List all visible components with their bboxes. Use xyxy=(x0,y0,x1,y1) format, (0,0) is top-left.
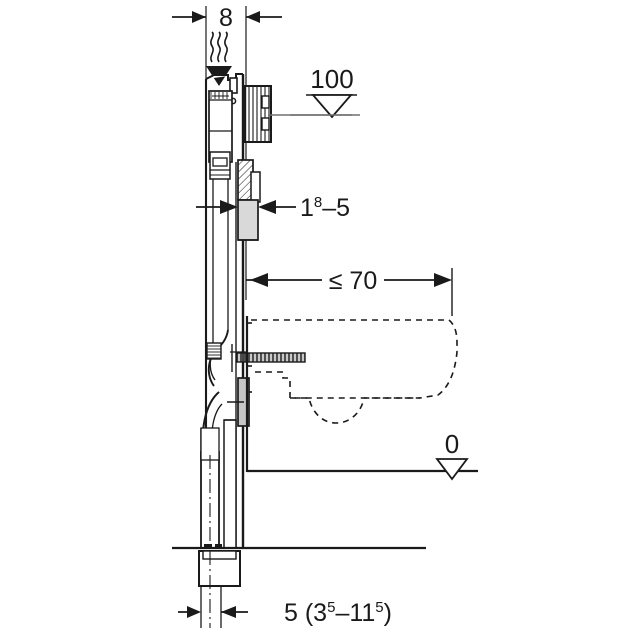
level-triangle-icon xyxy=(311,94,353,119)
dim-value-suffix-2: ) xyxy=(384,599,392,627)
flush-pipe-block xyxy=(237,199,259,241)
bowl-upper-outline xyxy=(251,319,458,399)
dimension-bowl-projection: ≤ 70 xyxy=(246,267,453,316)
floor-outlet xyxy=(198,544,241,587)
frame-lower-upright xyxy=(223,419,237,549)
dim-value-suffix: –5 xyxy=(322,194,350,222)
level-marker-100: 100 xyxy=(290,64,360,119)
arrowhead-right-icon xyxy=(187,606,201,618)
dim-value-main: 1 xyxy=(300,194,314,222)
wc-bowl-outline xyxy=(246,319,458,424)
connector-collar xyxy=(250,171,261,203)
dimension-label-bowl-projection: ≤ 70 xyxy=(329,267,377,295)
arrowhead-left-icon xyxy=(246,11,260,23)
fixing-lug-left xyxy=(204,544,212,549)
arrowhead-left-icon xyxy=(250,273,268,287)
flush-valve-lever xyxy=(212,157,228,167)
arrowhead-right-icon xyxy=(192,11,206,23)
arrowhead-left-icon xyxy=(258,200,276,214)
dim-value-superscript: 5 xyxy=(327,599,335,616)
dimension-flush-pipe-offset: 18–5 xyxy=(196,194,350,222)
dimension-wall-offset: 8 xyxy=(172,4,282,32)
extension-lines-bottom xyxy=(200,586,222,628)
steam-wave-2 xyxy=(217,31,221,63)
actuator-plate-body xyxy=(244,85,272,143)
bowl-underside-curve xyxy=(290,397,420,424)
threaded-stud xyxy=(230,340,306,376)
waste-connector-socket xyxy=(227,377,250,427)
bowl-step-outline xyxy=(251,371,291,398)
flush-pipe-bellows xyxy=(206,342,222,360)
structure-lines xyxy=(172,316,478,550)
actuator-button-upper xyxy=(261,95,270,109)
dim-value-superscript: 8 xyxy=(314,194,322,211)
stud-shaft xyxy=(236,352,306,363)
dim-value-main: 5 (3 xyxy=(284,599,327,627)
dimension-floor-outlet-offset: 5 (35–115) xyxy=(178,599,392,627)
cistern-lid-ribs xyxy=(210,92,228,99)
steam-wave-3 xyxy=(224,31,228,63)
flush-pipe-connector xyxy=(237,159,261,241)
dimension-label-flush-pipe-offset: 18–5 xyxy=(300,194,350,222)
floor-outlet-collar xyxy=(202,550,237,560)
actuator-button-lower xyxy=(261,117,270,131)
dimension-label-floor-outlet-offset: 5 (35–115) xyxy=(284,599,392,627)
level-label-0: 0 xyxy=(445,429,459,459)
level-triangle-icon xyxy=(435,458,469,481)
arrowhead-right-icon xyxy=(434,273,452,287)
level-label-100: 100 xyxy=(310,64,353,94)
dim-value-superscript-2: 5 xyxy=(375,599,383,616)
dim-value-suffix: –11 xyxy=(335,599,375,627)
flush-actuator-plate xyxy=(243,85,272,143)
arrowhead-left-icon xyxy=(221,606,236,618)
steam-wave-1 xyxy=(210,31,214,63)
extension-lines xyxy=(205,6,247,300)
fixing-lug-right xyxy=(215,544,222,549)
fill-valve-opening xyxy=(229,77,238,94)
arrowhead-right-icon xyxy=(220,200,238,214)
level-marker-0: 0 xyxy=(435,429,469,481)
dimension-label-wall-offset: 8 xyxy=(219,4,233,32)
